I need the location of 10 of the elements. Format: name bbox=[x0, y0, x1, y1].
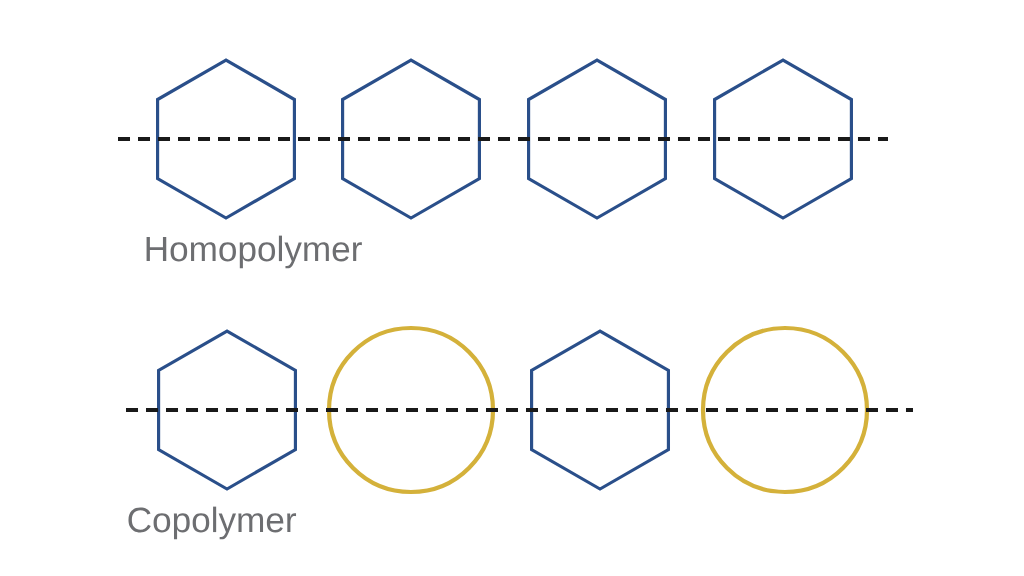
hexagon-unit bbox=[156, 58, 296, 220]
circle-unit bbox=[700, 325, 870, 495]
hexagon-unit bbox=[527, 58, 667, 220]
hexagon-unit bbox=[341, 58, 481, 220]
polymer-label: Copolymer bbox=[128, 506, 297, 540]
hexagon-unit bbox=[530, 329, 670, 491]
hexagon-unit bbox=[157, 329, 297, 491]
hexagon-unit bbox=[713, 58, 853, 220]
circle-unit bbox=[326, 325, 496, 495]
polymer-label: Homopolymer bbox=[146, 235, 362, 269]
